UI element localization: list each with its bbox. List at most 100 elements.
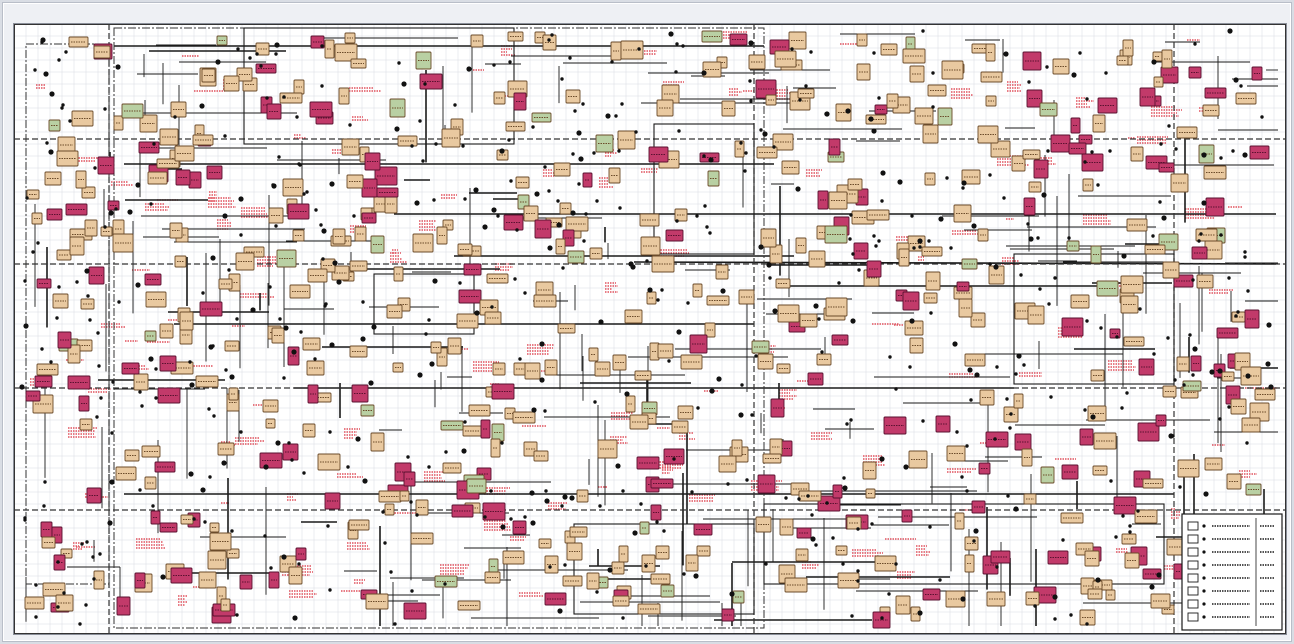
- junction-node-icon: [432, 198, 436, 202]
- junction-node-icon: [466, 66, 472, 72]
- junction-node-icon: [154, 396, 158, 400]
- junction-node-icon: [96, 331, 100, 335]
- junction-node-icon: [972, 539, 976, 543]
- junction-node-icon: [1096, 183, 1100, 187]
- capacitor-block-icon: [512, 520, 527, 535]
- junction-node-icon: [1085, 622, 1089, 626]
- junction-node-icon: [154, 367, 158, 371]
- junction-node-icon: [851, 252, 855, 256]
- junction-node-icon: [255, 52, 259, 56]
- junction-node-icon: [817, 317, 821, 321]
- legend-node-icon: [1202, 576, 1206, 580]
- junction-node-icon: [34, 583, 38, 587]
- resistor-block-icon: [360, 404, 375, 417]
- junction-node-icon: [952, 341, 958, 347]
- junction-node-icon: [686, 301, 690, 305]
- junction-node-icon: [1260, 115, 1264, 119]
- junction-node-icon: [1006, 494, 1010, 498]
- junction-node-icon: [544, 498, 550, 504]
- junction-node-icon: [695, 214, 699, 218]
- junction-node-icon: [290, 458, 294, 462]
- junction-node-icon: [841, 562, 845, 566]
- junction-node-icon: [421, 159, 425, 163]
- junction-node-icon: [64, 50, 68, 54]
- junction-node-icon: [215, 59, 221, 65]
- junction-node-icon: [995, 365, 999, 369]
- junction-node-icon: [872, 234, 876, 238]
- junction-node-icon: [192, 517, 196, 521]
- junction-node-icon: [749, 99, 753, 103]
- junction-node-icon: [1158, 200, 1162, 204]
- junction-node-icon: [1109, 479, 1113, 483]
- junction-node-icon: [173, 115, 177, 119]
- junction-node-icon: [1067, 236, 1071, 240]
- junction-node-icon: [80, 542, 84, 546]
- junction-node-icon: [750, 413, 754, 417]
- junction-node-icon: [842, 485, 848, 491]
- junction-node-icon: [302, 192, 306, 196]
- junction-node-icon: [703, 204, 707, 208]
- junction-node-icon: [708, 157, 714, 163]
- junction-node-icon: [561, 266, 565, 270]
- junction-node-icon: [682, 572, 686, 576]
- junction-node-icon: [321, 228, 327, 234]
- resistor-block-icon: [612, 354, 627, 371]
- junction-node-icon: [336, 279, 342, 285]
- resistor-block-icon: [908, 450, 928, 469]
- junction-node-icon: [97, 364, 101, 368]
- junction-node-icon: [570, 210, 576, 216]
- junction-node-icon: [705, 225, 709, 229]
- junction-node-icon: [961, 180, 967, 186]
- junction-node-icon: [927, 239, 931, 243]
- junction-node-icon: [582, 239, 586, 243]
- junction-node-icon: [543, 165, 547, 169]
- junction-node-icon: [696, 406, 700, 410]
- junction-node-icon: [1095, 577, 1101, 583]
- junction-node-icon: [621, 489, 625, 493]
- junction-node-icon: [75, 280, 79, 284]
- junction-node-icon: [1173, 378, 1177, 382]
- junction-node-icon: [931, 105, 935, 109]
- junction-node-icon: [813, 303, 819, 309]
- junction-node-icon: [93, 166, 97, 170]
- junction-node-icon: [434, 142, 438, 146]
- junction-node-icon: [595, 590, 599, 594]
- junction-node-icon: [621, 616, 625, 620]
- junction-node-icon: [432, 278, 438, 284]
- resistor-block-icon: [442, 462, 462, 474]
- junction-node-icon: [427, 318, 431, 322]
- resistor-block-icon: [41, 536, 56, 549]
- junction-node-icon: [1121, 514, 1125, 518]
- junction-node-icon: [1003, 51, 1009, 57]
- resistor-block-icon: [544, 555, 559, 574]
- junction-node-icon: [965, 489, 969, 493]
- junction-node-icon: [768, 276, 772, 280]
- junction-node-icon: [1083, 408, 1087, 412]
- junction-node-icon: [569, 495, 575, 501]
- junction-node-icon: [877, 96, 881, 100]
- junction-node-icon: [888, 355, 892, 359]
- junction-node-icon: [114, 207, 118, 211]
- junction-node-icon: [894, 387, 898, 391]
- legend-symbol-icon: [1187, 547, 1199, 557]
- junction-node-icon: [1266, 322, 1272, 328]
- junction-node-icon: [523, 515, 527, 519]
- junction-node-icon: [887, 592, 891, 596]
- junction-node-icon: [140, 404, 144, 408]
- junction-node-icon: [371, 324, 377, 330]
- junction-node-icon: [418, 119, 422, 123]
- junction-node-icon: [250, 307, 256, 313]
- junction-node-icon: [92, 577, 96, 581]
- resistor-block-icon: [447, 337, 462, 355]
- legend-symbol-icon: [1187, 521, 1199, 531]
- junction-node-icon: [1268, 384, 1274, 390]
- junction-node-icon: [709, 388, 715, 394]
- junction-node-icon: [410, 589, 414, 593]
- junction-node-icon: [1242, 152, 1248, 158]
- junction-node-icon: [1036, 236, 1040, 240]
- junction-node-icon: [1008, 426, 1012, 430]
- junction-node-icon: [637, 47, 641, 51]
- junction-node-icon: [1108, 149, 1112, 153]
- resistor-block-icon: [1241, 417, 1261, 433]
- junction-node-icon: [274, 42, 280, 48]
